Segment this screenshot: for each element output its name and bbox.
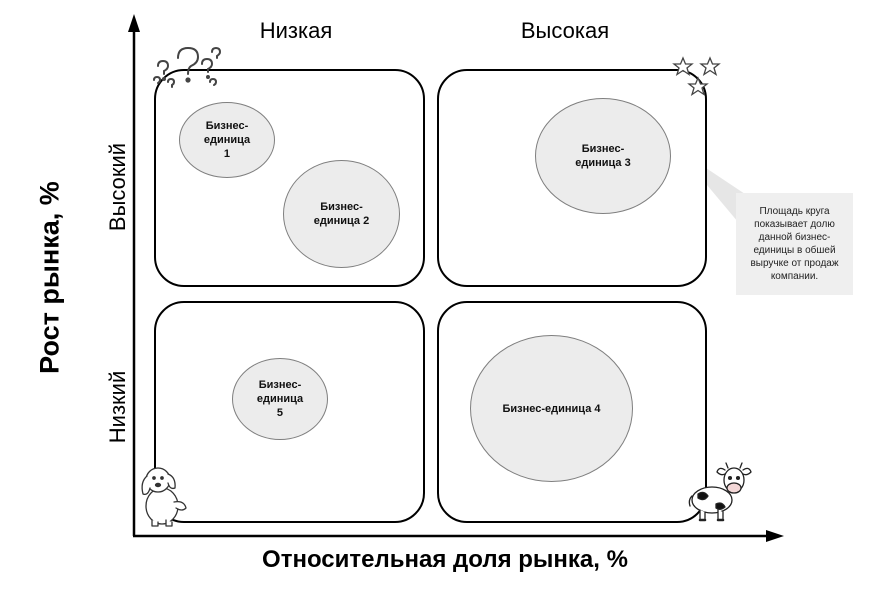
business-unit-5-circle: Бизнес- единица 5: [232, 358, 328, 440]
x-axis-title: Относительная доля рынка, %: [262, 546, 628, 573]
row-label-high: Высокий: [105, 142, 130, 232]
business-unit-2-circle: Бизнес- единица 2: [283, 160, 400, 268]
column-label-high: Высокая: [520, 18, 610, 43]
business-unit-3-circle: Бизнес- единица 3: [535, 98, 671, 214]
business-unit-1-label: Бизнес- единица 1: [203, 120, 251, 160]
business-unit-4-label: Бизнес-единица 4: [502, 402, 601, 415]
row-label-low: Низкий: [105, 370, 130, 444]
business-unit-3-label: Бизнес- единица 3: [575, 143, 631, 169]
column-label-low: Низкая: [259, 18, 333, 43]
business-unit-5-label: Бизнес- единица 5: [256, 379, 304, 419]
stars-icon: [672, 56, 721, 97]
y-axis-arrow: [128, 14, 140, 32]
callout-note: Площадь круга показывает долю данной биз…: [736, 193, 853, 295]
y-axis-title: Рост рынка, %: [34, 181, 65, 374]
x-axis-arrow: [766, 530, 784, 542]
cow-icon: [688, 462, 752, 522]
callout-text: Площадь круга показывает долю данной биз…: [750, 206, 839, 282]
question-marks-icon: [153, 46, 222, 88]
dog-icon: [141, 467, 187, 527]
business-unit-2-label: Бизнес- единица 2: [313, 201, 370, 227]
business-unit-4-circle: Бизнес-единица 4: [470, 335, 633, 482]
business-unit-1-circle: Бизнес- единица 1: [179, 102, 275, 178]
